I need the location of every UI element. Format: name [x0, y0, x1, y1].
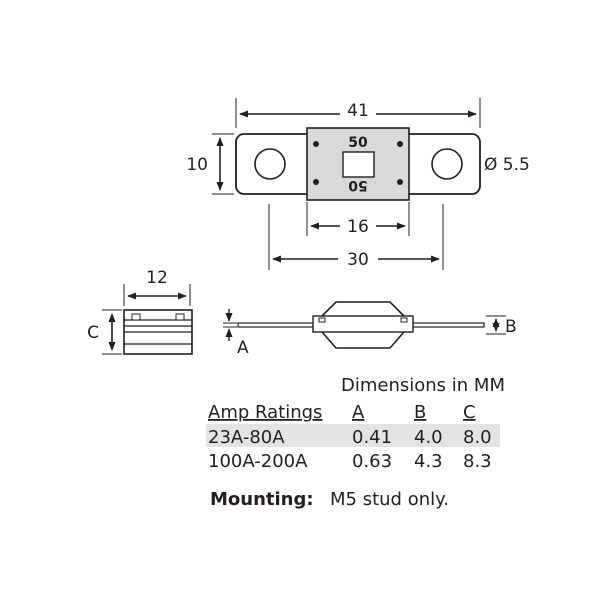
end-view: 12 C — [87, 268, 193, 355]
column-header-b: B — [414, 402, 426, 423]
table-cell: 4.0 — [414, 427, 443, 448]
table-cell: 0.63 — [352, 451, 392, 472]
fuse-body — [306, 127, 410, 201]
side-view: A B — [223, 301, 517, 358]
rivet — [397, 179, 403, 185]
dimension-16-label: 16 — [347, 217, 369, 237]
dimension-b-label: B — [505, 317, 517, 337]
table-cell: 8.3 — [463, 451, 492, 472]
dimension-hole-label: Ø 5.5 — [484, 155, 530, 175]
rivet — [313, 141, 319, 147]
mounting-text: M5 stud only. — [330, 489, 449, 510]
end-view-nub — [175, 313, 185, 321]
rivet — [397, 141, 403, 147]
dimension-10-label: 10 — [186, 155, 208, 175]
dimension-41-label: 41 — [347, 101, 369, 121]
dimension-a-label: A — [237, 338, 249, 358]
row-highlight — [206, 424, 500, 447]
mounting-note: Mounting: M5 stud only. — [210, 489, 449, 510]
end-view-nub — [131, 313, 141, 321]
table-cell: 0.41 — [352, 427, 392, 448]
dimension-12-label: 12 — [146, 268, 168, 288]
column-header-c: C — [463, 402, 476, 423]
dimension-c-label: C — [87, 323, 99, 343]
mounting-hole-right — [431, 148, 463, 180]
rating-bottom-label: 50 — [348, 177, 368, 193]
column-header-a: A — [352, 402, 365, 423]
dimensions-table: Dimensions in MM Amp Ratings A B C 23A-8… — [206, 375, 505, 472]
rating-top-label: 50 — [348, 135, 368, 151]
table-heading: Dimensions in MM — [341, 375, 505, 396]
dimension-30-label: 30 — [347, 250, 369, 270]
rivet — [313, 179, 319, 185]
mounting-label: Mounting: — [210, 489, 314, 510]
fuse-window — [342, 151, 375, 178]
side-view-lead-left — [237, 322, 321, 328]
column-header-amp-ratings: Amp Ratings — [208, 402, 322, 423]
table-cell: 4.3 — [414, 451, 443, 472]
table-cell: 8.0 — [463, 427, 492, 448]
mounting-hole-left — [254, 148, 286, 180]
table-cell: 100A-200A — [208, 451, 308, 472]
top-view: 41 50 50 10 Ø 5.5 16 30 — [186, 98, 530, 270]
table-cell: 23A-80A — [208, 427, 285, 448]
